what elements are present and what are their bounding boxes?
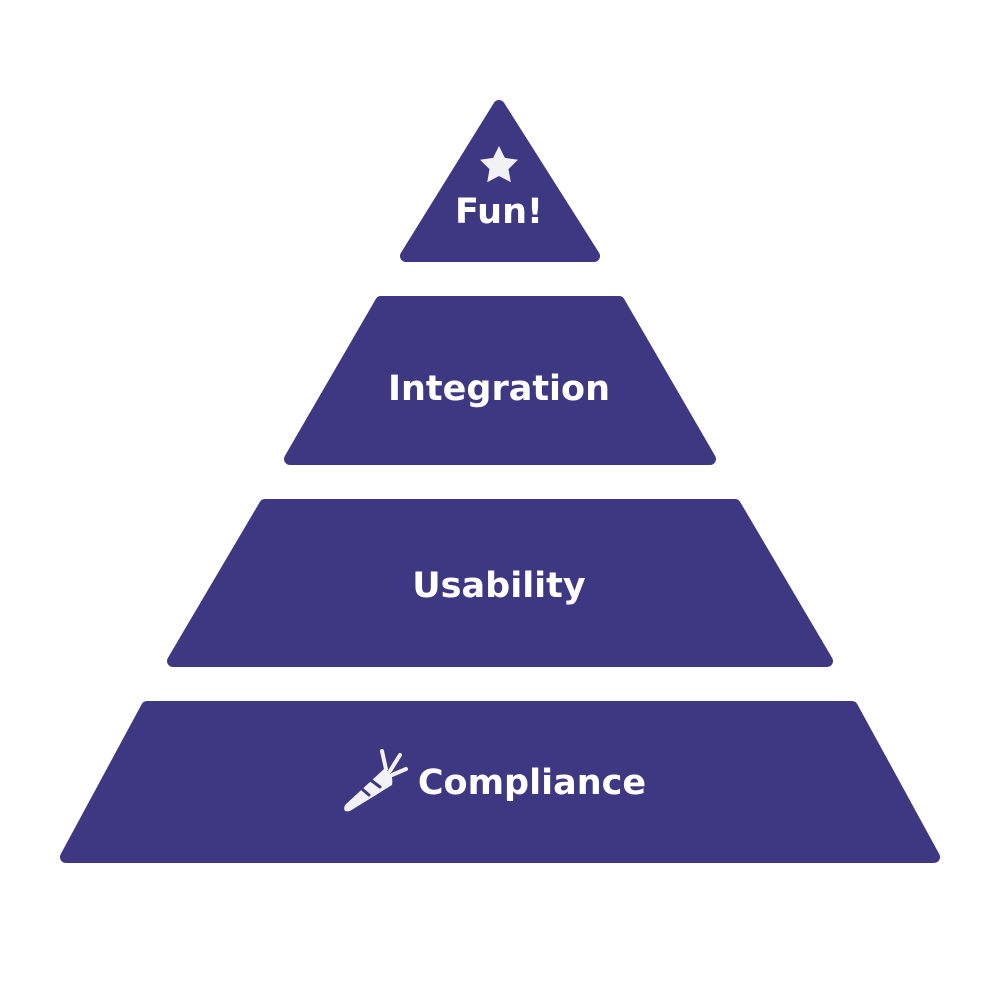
tier-usability-shape [167,499,833,667]
tier-label-compliance: Compliance [418,763,646,803]
tier-label-usability: Usability [412,566,586,606]
tier-compliance-shape [60,701,940,863]
carrot-icon [344,749,408,812]
pyramid-tier-fun: Fun! [400,100,600,262]
pyramid-tier-integration: Integration [284,296,716,465]
tier-fun-shape [400,100,600,262]
tier-label-fun: Fun! [455,192,543,232]
pyramid-tier-usability: Usability [167,499,833,667]
tier-label-integration: Integration [388,369,610,409]
star-icon [480,146,518,183]
pyramid-tier-compliance: Compliance [60,701,940,863]
tier-integration-shape [284,296,716,465]
